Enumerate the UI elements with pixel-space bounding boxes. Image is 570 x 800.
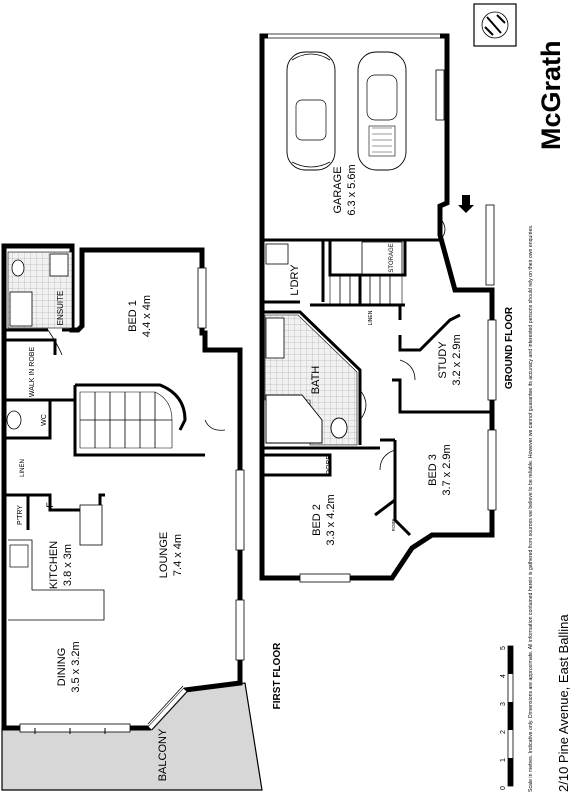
disclaimer: Scale in metres. Indicative only. Dimens… (528, 225, 534, 792)
bed1-window (197, 267, 207, 329)
room-linen-ground-name: LINEN (368, 310, 374, 325)
room-lounge-name: LOUNGE (158, 532, 170, 578)
ground-internal-walls (262, 238, 492, 537)
room-lounge-size: 7.4 x 4m (172, 534, 184, 576)
room-balcony-name: BALCONY (157, 728, 169, 781)
toilet-icon (11, 259, 25, 277)
kitchen-island (8, 539, 105, 621)
dining-sliding-door (19, 723, 131, 733)
scale-tick-1: 1 (500, 758, 507, 762)
car-icon (286, 51, 336, 171)
address: 2/10 Pine Avenue, East Ballina (556, 614, 570, 792)
scale-tick-0: 0 (500, 786, 507, 790)
stair-first (79, 391, 173, 449)
room-linen-first-name: LINEN (20, 459, 26, 477)
room-bed3-size: 3.7 x 2.9m (441, 444, 453, 495)
room-robe-small-name: ROBE (391, 519, 396, 532)
scale-tick-4: 4 (500, 674, 507, 678)
garage-window (435, 69, 445, 121)
entry-sidelight (485, 204, 495, 286)
brand-name: McGrath (536, 40, 566, 150)
room-garage-size: 6.3 x 5.6m (346, 164, 358, 215)
ensuite-basin (49, 253, 69, 277)
first-floor-label: FIRST FLOOR (272, 642, 283, 709)
room-bed2-name: BED 2 (311, 504, 323, 536)
room-bath-name: BATH (310, 366, 322, 395)
room-bed3-name: BED 3 (427, 454, 439, 486)
toilet-icon (6, 410, 22, 430)
room-kitchen-size: 3.8 x 3m (62, 544, 74, 586)
room-laundry-name: L'DRY (289, 264, 301, 296)
entry-arrow-icon (458, 195, 474, 213)
room-study-size: 3.2 x 2.9m (451, 334, 463, 385)
room-ensuite-name: ENSUITE (56, 291, 65, 326)
room-bed2-size: 3.3 x 4.2m (325, 494, 337, 545)
first-internal-walls (4, 328, 205, 530)
study-window (487, 319, 497, 401)
laundry-tub (265, 243, 289, 265)
first-floor-plan: ENSUITE BED 1 4.4 x 4m WALK IN ROBE WC L… (1, 243, 283, 791)
lounge-window (235, 469, 245, 551)
room-pantry-name: P'TRY (17, 505, 24, 525)
room-bed1-name: BED 1 (127, 300, 139, 332)
shower-icon (9, 291, 33, 327)
room-wc-name: WC (41, 414, 48, 426)
bed3-window (487, 429, 497, 511)
ground-floor-plan: GARAGE 6.3 x 5.6m L'DRY STORAGE LINEN ST… (259, 33, 515, 583)
scale-tick-5: 5 (500, 646, 507, 650)
brand-strip: McGrath Scale in metres. Indicative only… (473, 3, 570, 792)
room-storage-name: STORAGE (389, 243, 395, 272)
room-garage-name: GARAGE (332, 166, 344, 213)
balcony-deck (1, 682, 263, 791)
ground-floor-label: GROUND FLOOR (504, 306, 515, 389)
storage-cupboard (361, 241, 403, 275)
lounge-window (235, 599, 245, 661)
room-walkin-robe-name: WALK IN ROBE (29, 347, 36, 398)
room-fridge-name: F (45, 502, 55, 508)
bathtub (265, 394, 323, 444)
cooktop (9, 544, 29, 568)
bath-vanity (265, 317, 285, 359)
bed2-window (299, 573, 351, 583)
room-kitchen-name: KITCHEN (48, 541, 60, 589)
room-dining-size: 3.5 x 3.2m (70, 641, 82, 692)
scale-tick-3: 3 (500, 702, 507, 706)
brand-logo-icon (481, 11, 509, 39)
kitchen-sink (79, 504, 103, 546)
scale-tick-2: 2 (500, 730, 507, 734)
room-study-name: STUDY (437, 341, 449, 379)
room-robe-name: ROBE (326, 455, 333, 475)
car-icon (357, 51, 407, 171)
ground-floor-outer-wall (259, 33, 495, 581)
toilet-icon (330, 417, 348, 439)
scale-bar: 0 1 2 3 4 5 (500, 645, 514, 790)
room-dining-name: DINING (56, 648, 68, 687)
stair-ground (329, 275, 403, 305)
room-bed1-size: 4.4 x 4m (141, 295, 153, 337)
